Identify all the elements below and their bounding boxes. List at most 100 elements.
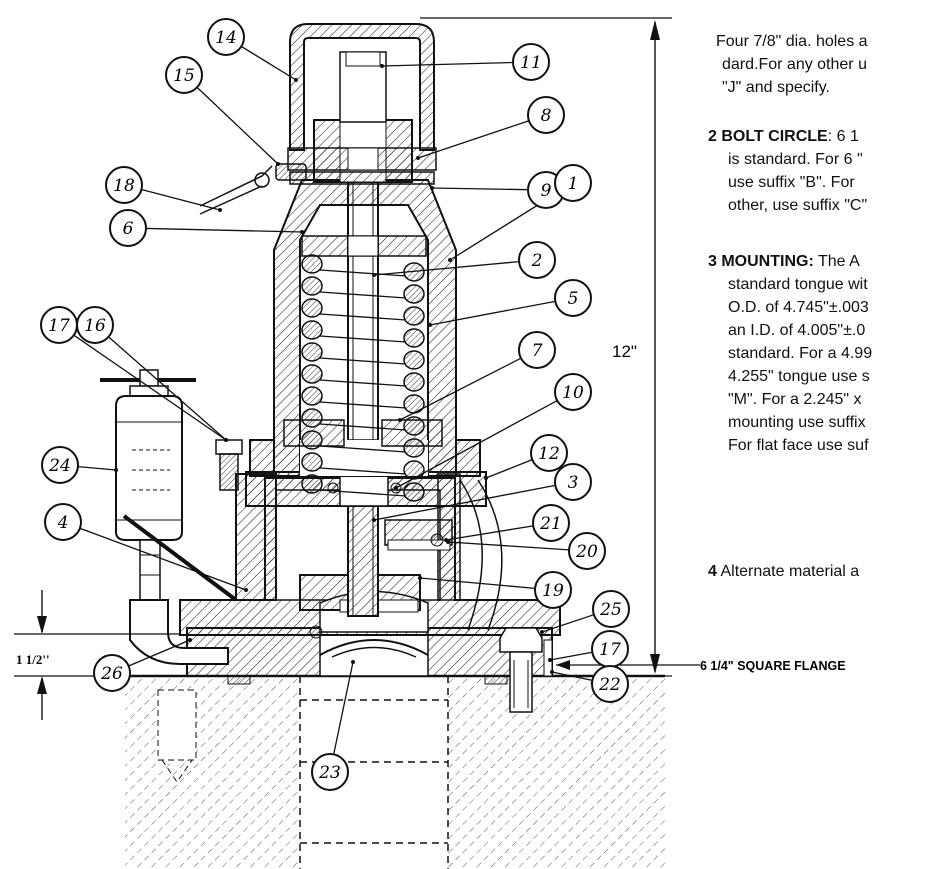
note-3-line-3: O.D. of 4.745"±.003 bbox=[728, 299, 869, 316]
callout-number-3: 3 bbox=[568, 473, 579, 493]
callout-leader-16 bbox=[108, 336, 227, 441]
spring-coil-section bbox=[301, 386, 323, 406]
callout-number-11: 11 bbox=[520, 53, 542, 73]
spring-coil-line bbox=[319, 269, 407, 277]
guide bbox=[245, 471, 487, 507]
callout-circle-10 bbox=[554, 373, 592, 411]
note-2-line-4: other, use suffix "C" bbox=[728, 197, 868, 214]
callout-leader-tip bbox=[372, 518, 376, 522]
callout-number-12: 12 bbox=[538, 444, 560, 464]
callout-number-21: 21 bbox=[539, 514, 562, 534]
spring-coil-section bbox=[301, 452, 323, 472]
test-gag-assembly bbox=[100, 369, 238, 665]
spring-coil-section bbox=[403, 306, 425, 326]
callout-number-26: 26 bbox=[100, 664, 123, 684]
note-2: 2 BOLT CIRCLE: 6 1 is standard. For 6 " … bbox=[708, 125, 867, 217]
callout-circle-24 bbox=[41, 446, 79, 484]
callout-leader-8 bbox=[417, 120, 530, 159]
callout-leader-tip bbox=[394, 486, 398, 490]
bonnet-bolt bbox=[215, 439, 243, 491]
dimension-12in bbox=[420, 17, 672, 677]
callout-leader-tip bbox=[548, 658, 552, 662]
spring-coil-line bbox=[319, 357, 407, 365]
callout-number-10: 10 bbox=[562, 383, 584, 403]
callout-leader-tip bbox=[380, 64, 384, 68]
callout-leader-tip bbox=[224, 438, 228, 442]
spring-coil-line bbox=[319, 379, 407, 387]
spring-coil-section bbox=[403, 284, 425, 304]
callout-circle-6 bbox=[109, 209, 147, 247]
callout-leader-26 bbox=[128, 639, 191, 667]
note-3: 3 MOUNTING: The A standard tongue wit O.… bbox=[708, 250, 872, 457]
note-1-line-3: "J" and specify. bbox=[722, 79, 830, 96]
square-flange-label: 6 1/4" SQUARE FLANGE bbox=[700, 659, 846, 673]
callout-number-5: 5 bbox=[568, 289, 579, 309]
callout-number-24: 24 bbox=[48, 456, 71, 476]
spring-coil-line bbox=[319, 401, 407, 409]
callout-circle-1 bbox=[554, 164, 592, 202]
spring-coil-section bbox=[301, 254, 323, 274]
callout-circle-11 bbox=[512, 43, 550, 81]
callout-number-15: 15 bbox=[173, 66, 195, 86]
spring-coil-section bbox=[301, 276, 323, 296]
callout-leader-17 bbox=[549, 651, 593, 661]
flange-bolt bbox=[499, 627, 553, 713]
callout-circle-23 bbox=[311, 753, 349, 791]
callout-leader-tip bbox=[114, 468, 118, 472]
callout-leader-11 bbox=[381, 61, 514, 67]
note-3-line-1: The A bbox=[813, 253, 860, 270]
callout-leader-4 bbox=[79, 527, 247, 591]
callout-number-2: 2 bbox=[531, 251, 543, 271]
note-3-line-6: 4.255" tongue use s bbox=[728, 368, 870, 385]
callout-leader-tip bbox=[428, 323, 432, 327]
spring-coil-section bbox=[403, 394, 425, 414]
callout-circle-8 bbox=[527, 96, 565, 134]
callout-number-14: 14 bbox=[215, 28, 237, 48]
callout-leader-tip bbox=[550, 670, 554, 674]
note-1-line-1: Four 7/8" dia. holes a bbox=[716, 33, 868, 50]
spring-coil-section bbox=[301, 320, 323, 340]
note-1-line-2: dard.For any other u bbox=[722, 56, 867, 73]
spring-coil-line bbox=[319, 467, 407, 475]
callout-leader-tip bbox=[448, 258, 452, 262]
callout-leader-tip bbox=[300, 230, 304, 234]
spring-coil-section bbox=[301, 474, 323, 494]
callout-circle-14 bbox=[207, 18, 245, 56]
spring-coil-line bbox=[319, 489, 407, 497]
callout-leader-7 bbox=[399, 357, 522, 421]
callout-number-17: 17 bbox=[599, 640, 621, 660]
callout-leader-tip bbox=[372, 273, 376, 277]
cap bbox=[289, 23, 435, 151]
callout-leader-17 bbox=[73, 334, 227, 441]
callout-circle-15 bbox=[165, 56, 203, 94]
callout-leader-tip bbox=[418, 576, 422, 580]
callout-leader-2 bbox=[373, 261, 520, 276]
spring-coil-section bbox=[403, 328, 425, 348]
note-2-line-1: : 6 1 bbox=[827, 128, 859, 145]
callout-leader-14 bbox=[240, 45, 297, 81]
note-3-line-9: For flat face use suf bbox=[728, 437, 869, 454]
callout-leader-tip bbox=[218, 208, 222, 212]
note-3-heading: 3 MOUNTING: bbox=[708, 253, 814, 270]
height-dimension-label: 12" bbox=[612, 342, 637, 361]
callout-number-25: 25 bbox=[599, 600, 622, 620]
callout-leader-6 bbox=[145, 227, 303, 233]
callout-leader-tip bbox=[446, 540, 450, 544]
callout-circle-4 bbox=[44, 503, 82, 541]
spring-coil-line bbox=[319, 335, 407, 343]
callout-circle-22 bbox=[591, 665, 629, 703]
flange-plate bbox=[186, 627, 553, 685]
dimension-flange-thickness bbox=[14, 590, 180, 720]
mounting-block bbox=[125, 674, 665, 869]
callout-leader-15 bbox=[196, 86, 279, 165]
callout-number-9: 9 bbox=[541, 181, 552, 201]
callout-leader-tip bbox=[430, 186, 434, 190]
callout-leader-18 bbox=[141, 188, 221, 211]
spring-coil-section bbox=[301, 298, 323, 318]
callout-number-7: 7 bbox=[532, 341, 543, 361]
callout-leader-21 bbox=[445, 525, 534, 541]
spring-coil-line bbox=[319, 291, 407, 299]
callout-circle-18 bbox=[105, 166, 143, 204]
